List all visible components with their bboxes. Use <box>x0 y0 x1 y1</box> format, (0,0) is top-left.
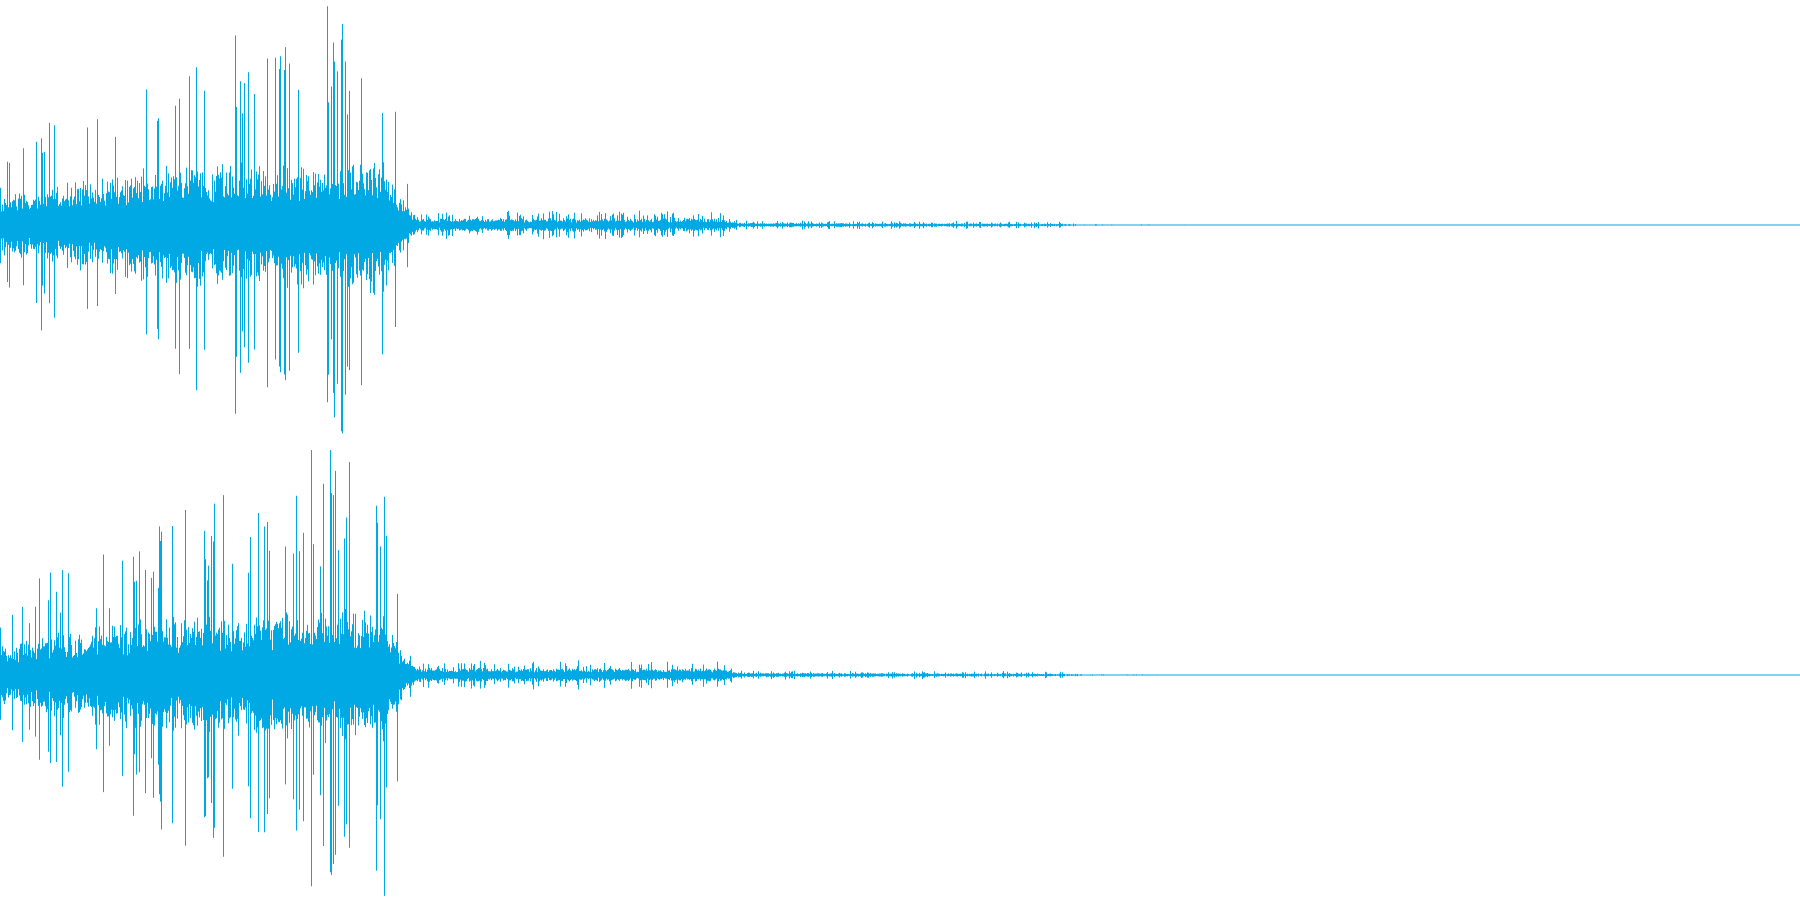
waveform-channel-right[interactable] <box>0 450 1800 900</box>
waveform-right-samples <box>0 450 1800 896</box>
waveform-trace-left <box>0 6 1800 434</box>
waveform-trace-right <box>0 450 1800 896</box>
waveform-left-samples <box>0 6 1800 434</box>
waveform-channel-left[interactable] <box>0 0 1800 450</box>
